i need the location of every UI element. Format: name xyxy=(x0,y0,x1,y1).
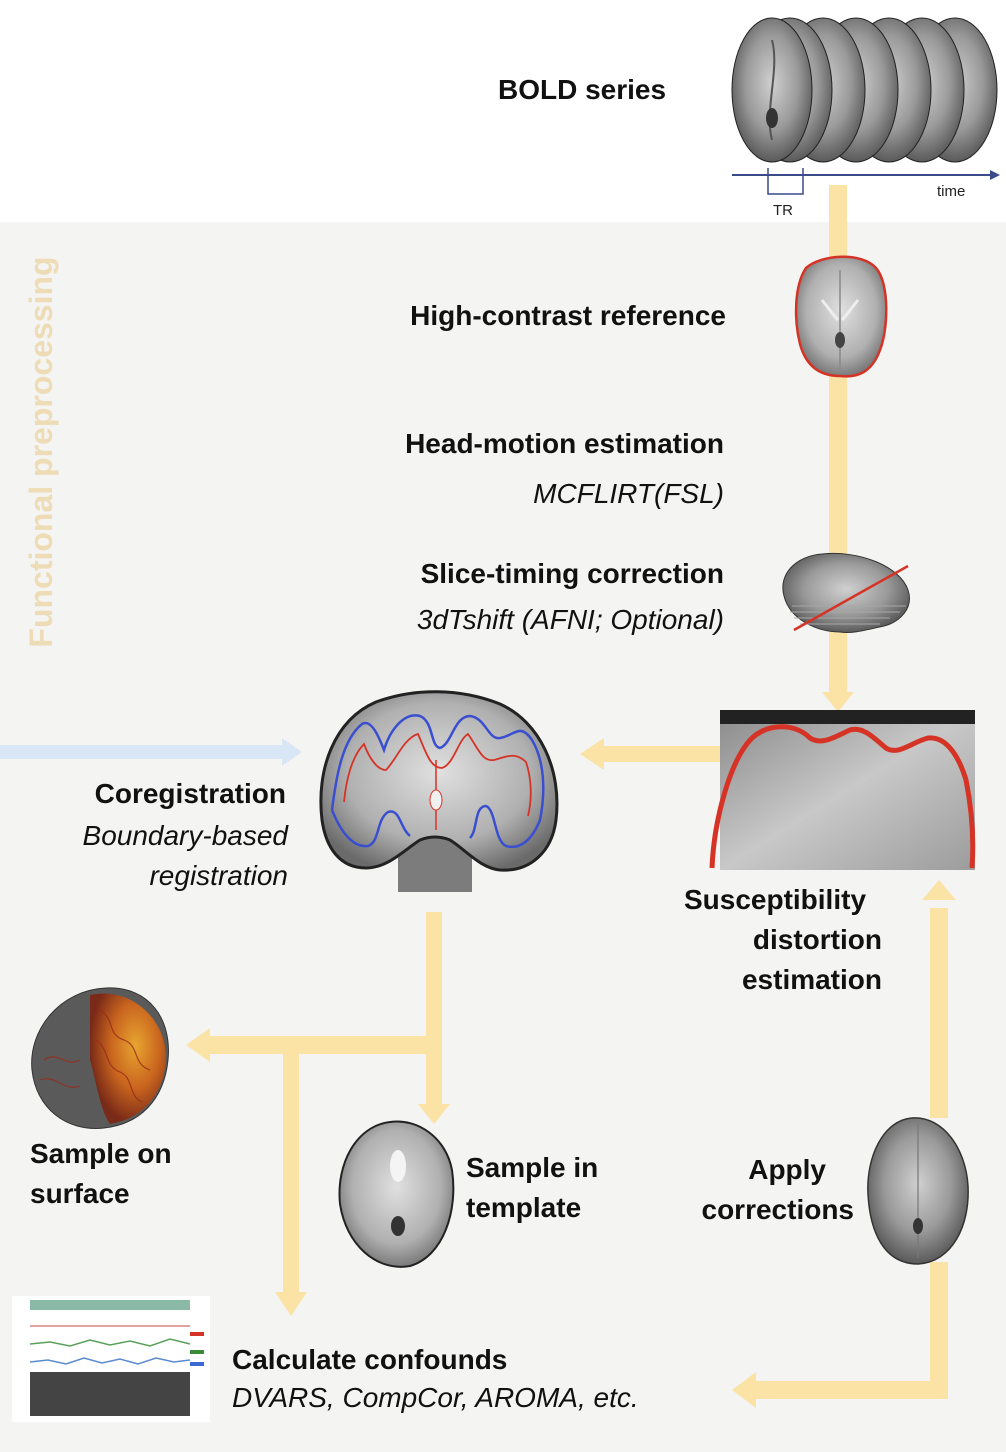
confounds-title: Calculate confounds xyxy=(232,1344,508,1375)
sdc-image xyxy=(709,710,976,870)
hmc-title: Head-motion estimation xyxy=(405,428,724,459)
corrected-brain-image xyxy=(867,1117,969,1265)
surface-line1: Sample on xyxy=(30,1138,172,1169)
template-brain-image xyxy=(338,1120,455,1268)
cortical-surface-image xyxy=(31,987,169,1129)
stc-title: Slice-timing correction xyxy=(420,558,724,589)
bold-series-title: BOLD series xyxy=(498,74,667,105)
apply-line2: corrections xyxy=(701,1194,855,1225)
coregistration-image xyxy=(319,690,559,892)
bold-series-image xyxy=(731,17,998,163)
tr-label: TR xyxy=(773,202,793,219)
coreg-tool-line2: registration xyxy=(149,860,288,891)
stc-tool: 3dTshift (AFNI; Optional) xyxy=(416,604,724,635)
reference-image xyxy=(794,255,888,378)
confounds-tools: DVARS, CompCor, AROMA, etc. xyxy=(232,1382,639,1413)
coreg-tool-line1: Boundary-based xyxy=(82,820,288,851)
template-line2: template xyxy=(466,1192,582,1223)
hmc-tool: MCFLIRT(FSL) xyxy=(533,478,724,509)
coreg-title: Coregistration xyxy=(94,778,286,809)
sdc-line1: Susceptibility xyxy=(683,884,867,915)
template-line1: Sample in xyxy=(466,1152,599,1183)
slice-timing-image xyxy=(782,552,910,633)
apply-line1: Apply xyxy=(748,1154,826,1185)
sdc-line3: estimation xyxy=(741,964,882,995)
sdc-line2: distortion xyxy=(752,924,882,955)
surface-line2: surface xyxy=(30,1178,130,1209)
reference-title: High-contrast reference xyxy=(410,300,726,331)
confounds-plot-image xyxy=(12,1296,210,1422)
time-label: time xyxy=(937,183,966,200)
time-axis xyxy=(732,168,1000,195)
anatomical-input-arrow xyxy=(0,738,302,766)
